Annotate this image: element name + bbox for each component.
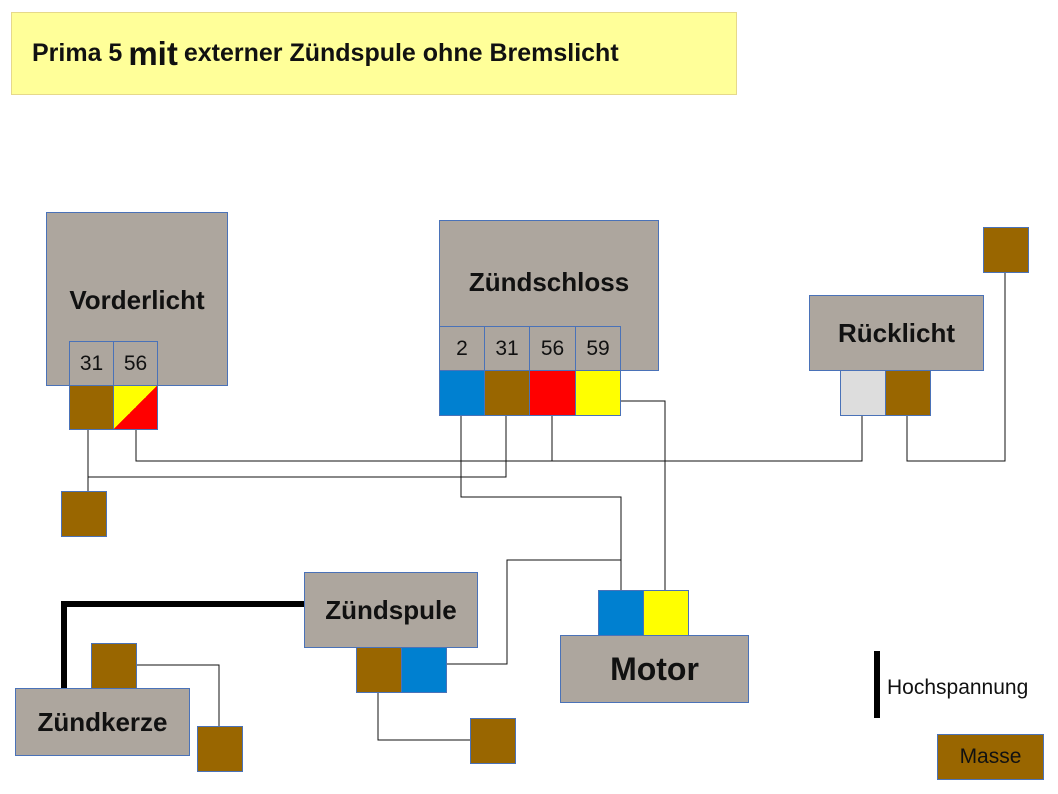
ground-front (61, 491, 107, 537)
wire-vorderlicht-31 (87, 415, 507, 478)
wire-color-blue (401, 647, 447, 693)
wire-color-blue (439, 370, 485, 416)
ruecklicht: Rücklicht (809, 295, 984, 371)
zuendschloss-terminal-31: 31 (484, 326, 530, 371)
ground-zuendspule (470, 718, 516, 764)
zuendkerze: Zündkerze (15, 688, 190, 756)
legend-ground: Masse (937, 734, 1044, 780)
wire-zuendspule-ground (377, 692, 470, 741)
wire-zuendschloss-2 (460, 415, 622, 590)
wire-ruecklicht-ground (906, 272, 1006, 462)
wire-zuendspule-blue (446, 559, 621, 665)
zuendschloss-terminal-56: 56 (529, 326, 576, 371)
wire-color-blue (598, 590, 644, 636)
wire-zuendschloss-59 (620, 400, 666, 590)
wire-color-brown (885, 370, 931, 416)
zuendschloss-terminal-2: 2 (439, 326, 485, 371)
zuendspule-label: Zündspule (325, 594, 457, 625)
zuendspule: Zündspule (304, 572, 478, 648)
vorderlicht-terminal-31: 31 (69, 341, 114, 386)
title-emphasis: mit (128, 34, 178, 72)
title-suffix: externer Zündspule ohne Bremslicht (183, 39, 619, 67)
wire-color-grey (840, 370, 886, 416)
wire-color-yellow (575, 370, 621, 416)
wire-color-brown (484, 370, 530, 416)
wire-color-brown (91, 643, 137, 689)
wire-color-red (529, 370, 576, 416)
ground-rear (983, 227, 1029, 273)
legend-high-voltage-label: Hochspannung (887, 676, 1029, 699)
vorderlicht-label: Vorderlicht (69, 285, 205, 315)
wire-vorderlicht-56 (135, 415, 863, 462)
zuendkerze-label: Zündkerze (37, 706, 168, 737)
motor: Motor (560, 635, 749, 703)
diagram-title: Prima 5 mit externer Zündspule ohne Brem… (11, 12, 737, 95)
wire-color-brown (69, 385, 114, 430)
ground-zuendkerze (197, 726, 243, 772)
wire-color-yellow-red (113, 385, 158, 430)
zuendschloss-label: Zündschloss (468, 267, 630, 297)
motor-label: Motor (610, 650, 699, 687)
vorderlicht-terminal-56: 56 (113, 341, 158, 386)
wire-zuendkerze-ground (136, 664, 220, 726)
wire-color-yellow (643, 590, 689, 636)
title-prefix: Prima 5 (32, 39, 123, 67)
high-voltage-cable (61, 601, 304, 688)
ruecklicht-label: Rücklicht (837, 317, 956, 348)
zuendschloss-terminal-59: 59 (575, 326, 621, 371)
wire-color-brown (356, 647, 402, 693)
